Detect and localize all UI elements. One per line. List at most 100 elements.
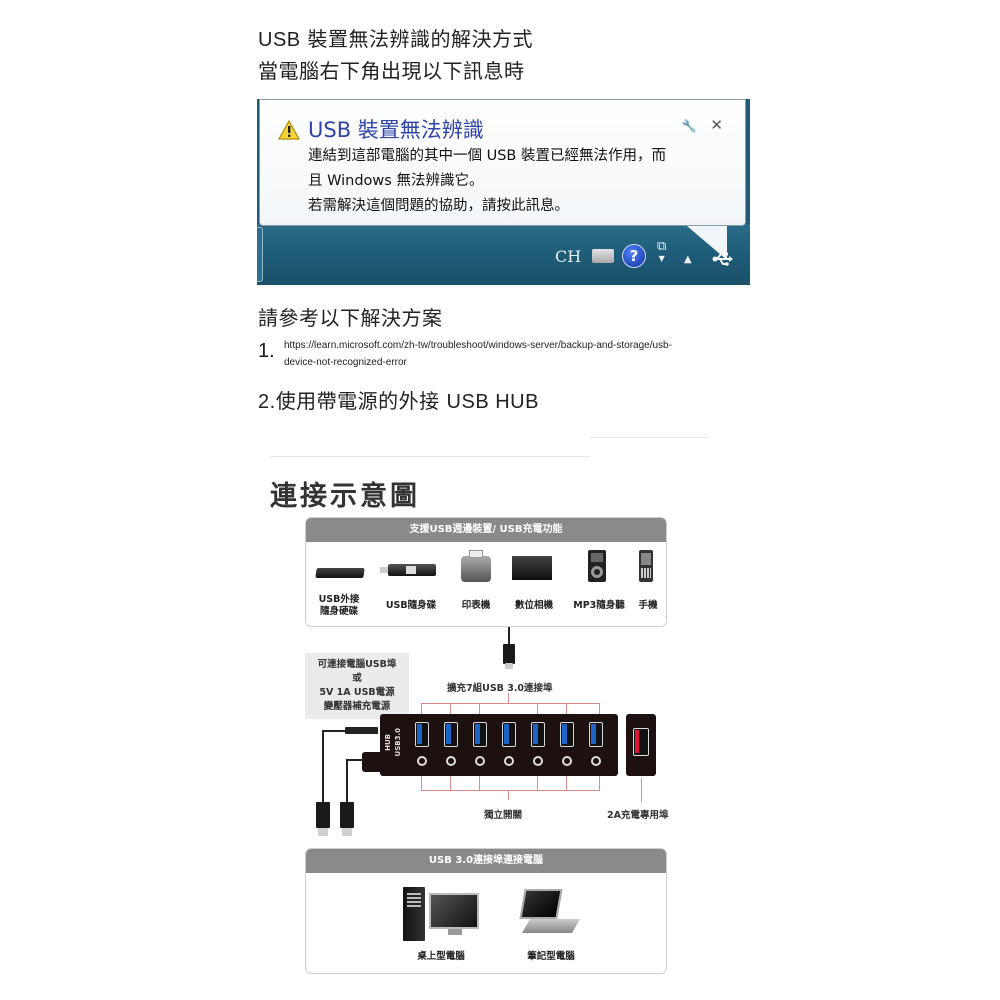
computers-panel-header: USB 3.0連接埠連接電腦 <box>306 849 666 873</box>
peripherals-panel: 支援USB週邊裝置/ USB充電功能 USB外接 隨身硬碟 USB隨身碟 印表機… <box>305 517 667 627</box>
notification-controls: 🔧✕ <box>667 116 723 134</box>
intro-subtitle: 當電腦右下角出現以下訊息時 <box>258 59 525 83</box>
charge-port-label: 2A充電專用埠 <box>607 810 669 821</box>
network-icon[interactable]: ⧉▼ <box>657 239 667 263</box>
wrench-icon[interactable]: 🔧 <box>681 119 697 133</box>
usb-a-plug-1 <box>316 802 330 828</box>
usb-flash-drive-icon <box>380 564 436 576</box>
device-label-printer: 印表機 <box>461 600 491 611</box>
laptop-keyboard <box>521 919 581 933</box>
power-switch-7[interactable] <box>591 756 601 766</box>
usb-hub: USB3.0 HUB <box>380 714 618 776</box>
power-switch-5[interactable] <box>533 756 543 766</box>
power-note-line: 變壓器補充電源 <box>323 701 391 712</box>
solution-item-2: 2.使用帶電源的外接 USB HUB <box>258 386 539 417</box>
switch-label: 獨立開關 <box>484 810 523 821</box>
mobile-phone-icon <box>639 550 653 582</box>
monitor-stand <box>448 929 462 935</box>
cable <box>346 759 364 761</box>
diagram-title: 連接示意圖 <box>270 481 420 512</box>
help-icon[interactable]: ? <box>622 244 646 268</box>
usb-a-plug-tip <box>318 828 328 836</box>
digital-camera-icon <box>512 556 552 580</box>
power-note-line: 5V 1A USB電源 <box>319 687 395 698</box>
cable <box>322 730 346 732</box>
power-switch-4[interactable] <box>504 756 514 766</box>
usb-port-3[interactable] <box>473 722 487 747</box>
hub-label-1: USB3.0 <box>394 728 402 757</box>
taskbar <box>257 224 750 285</box>
printer-icon <box>461 550 491 582</box>
dc-barrel-plug <box>345 727 378 734</box>
device-label-laptop: 筆記型電腦 <box>527 951 575 962</box>
guide-line <box>508 693 509 703</box>
divider <box>590 437 708 438</box>
link-line-2: device-not-recognized-error <box>284 357 407 368</box>
keyboard-icon[interactable] <box>592 249 614 263</box>
power-switch-3[interactable] <box>475 756 485 766</box>
show-hidden-icons-button[interactable]: ▲ <box>684 253 692 265</box>
solution-number: 2. <box>258 391 276 413</box>
external-hdd-icon <box>315 568 365 578</box>
guide-line <box>508 790 509 800</box>
hub-tab <box>362 752 384 772</box>
charging-port-module <box>626 714 656 776</box>
notification-body: 連結到這部電腦的其中一個 USB 裝置已經無法作用，而 且 Windows 無法… <box>308 144 666 219</box>
intro-title-prefix: USB <box>258 29 301 51</box>
usb-plug <box>503 644 515 664</box>
usb-port-5[interactable] <box>531 722 545 747</box>
solution-text: 使用帶電源的外接 <box>275 389 447 413</box>
hub-model-label: USB3.0 <box>394 728 402 756</box>
laptop-icon <box>519 889 563 919</box>
divider <box>270 456 590 457</box>
device-label-camera: 數位相機 <box>514 600 553 611</box>
computers-panel: USB 3.0連接埠連接電腦 桌上型電腦 筆記型電腦 <box>305 848 667 974</box>
usb-plug-tip <box>505 663 513 669</box>
notification-balloon[interactable]: USB 裝置無法辨識 🔧✕ 連結到這部電腦的其中一個 USB 裝置已經無法作用，… <box>259 99 746 260</box>
power-note-line: 可連接電腦USB埠或 <box>317 659 397 684</box>
notification-line-3: 若需解決這個問題的協助，請按此訊息。 <box>308 198 569 214</box>
guide-line <box>641 778 642 802</box>
label-line: USB外接 <box>318 594 360 605</box>
usb-port-2[interactable] <box>444 722 458 747</box>
usb-a-plug-2 <box>340 802 354 828</box>
usb-port-6[interactable] <box>560 722 574 747</box>
notification-screenshot: USB 裝置無法辨識 🔧✕ 連結到這部電腦的其中一個 USB 裝置已經無法作用，… <box>257 99 750 285</box>
intro-title-rest: 裝置無法辨識的解決方式 <box>300 27 533 51</box>
notification-title: USB 裝置無法辨識 <box>308 118 484 142</box>
ports-label: 擴充7組USB 3.0連接埠 <box>447 683 553 694</box>
mp3-player-icon <box>588 550 606 582</box>
label-line: 隨身硬碟 <box>319 606 358 617</box>
cable <box>346 759 348 803</box>
usb-port-4[interactable] <box>502 722 516 747</box>
guide-line <box>421 790 599 791</box>
device-label-phone: 手機 <box>638 600 658 611</box>
usb-port-7[interactable] <box>589 722 603 747</box>
language-indicator[interactable]: CH <box>555 246 582 266</box>
power-switch-1[interactable] <box>417 756 427 766</box>
charging-port[interactable] <box>633 728 649 756</box>
power-switch-2[interactable] <box>446 756 456 766</box>
monitor-icon <box>429 893 479 929</box>
usb-icon[interactable] <box>712 245 734 273</box>
device-label-desktop: 桌上型電腦 <box>417 951 465 962</box>
warning-icon <box>278 120 300 140</box>
usb-port-1[interactable] <box>415 722 429 747</box>
notification-line-2: 且 Windows 無法辨識它。 <box>308 173 484 189</box>
microsoft-support-link[interactable]: https://learn.microsoft.com/zh-tw/troubl… <box>284 337 672 371</box>
taskbar-button-edge <box>257 227 263 282</box>
solution-text-en: USB HUB <box>446 391 539 413</box>
peripherals-panel-header: 支援USB週邊裝置/ USB充電功能 <box>306 518 666 542</box>
notification-line-1: 連結到這部電腦的其中一個 USB 裝置已經無法作用，而 <box>308 148 666 164</box>
intro-title: USB 裝置無法辨識的解決方式 <box>258 24 533 55</box>
link-line-1: https://learn.microsoft.com/zh-tw/troubl… <box>284 340 672 351</box>
power-note: 可連接電腦USB埠或 5V 1A USB電源 變壓器補充電源 <box>305 653 409 719</box>
device-label-external-hdd: USB外接 隨身硬碟 <box>310 594 368 618</box>
close-icon[interactable]: ✕ <box>710 116 723 134</box>
guide-line <box>421 703 599 704</box>
cable <box>508 627 510 645</box>
power-switch-6[interactable] <box>562 756 572 766</box>
device-label-usb-flash: USB隨身碟 <box>385 600 437 611</box>
usb-a-plug-tip <box>342 828 352 836</box>
device-label-mp3: MP3隨身聽 <box>573 600 625 611</box>
